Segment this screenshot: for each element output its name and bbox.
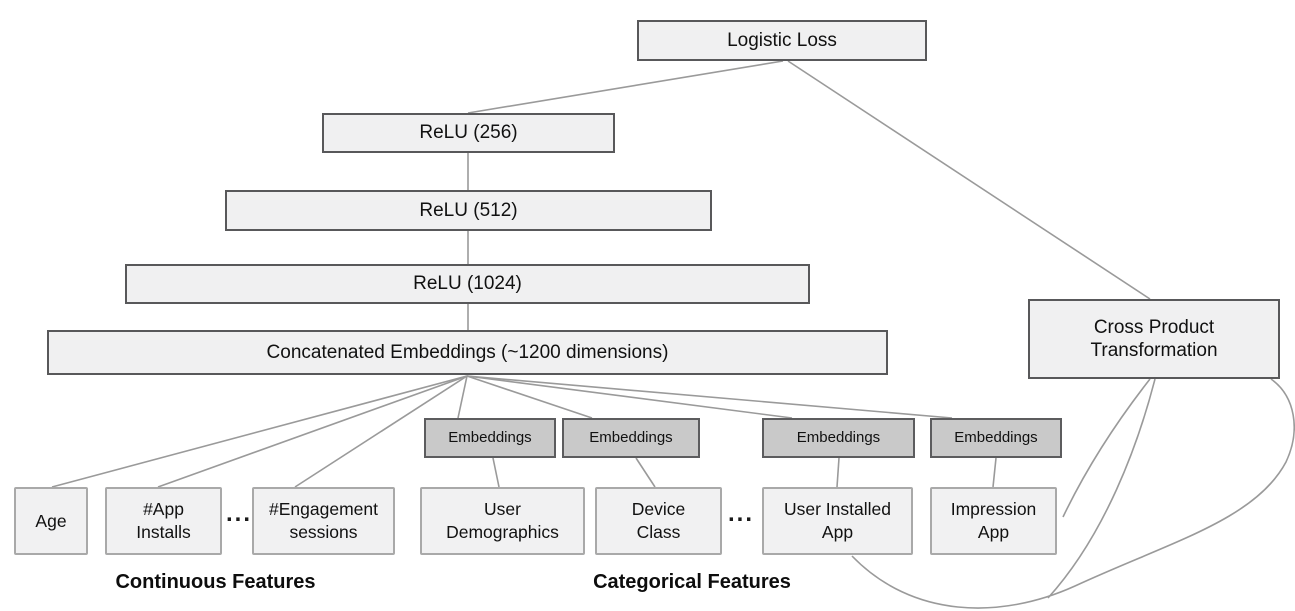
node-embeddings-2: Embeddings	[562, 418, 700, 458]
node-age-label: Age	[35, 510, 67, 531]
node-embeddings-3-label: Embeddings	[796, 428, 881, 446]
edge-crossproduct-to-impression-app	[1062, 378, 1151, 518]
edge-concat-to-embeddings4	[466, 375, 953, 419]
edge-crossproduct-leaf	[1047, 378, 1156, 599]
edge-embeddings3-to-user-installed-app	[836, 457, 840, 488]
edge-embeddings4-to-impression-app	[992, 457, 997, 488]
node-logistic-loss: Logistic Loss	[637, 20, 927, 61]
node-relu-1024: ReLU (1024)	[125, 264, 810, 304]
node-device-class: Device Class	[595, 487, 722, 555]
node-user-installed-app-label: User Installed App	[784, 499, 891, 542]
node-engagement-sessions-label: #Engagement sessions	[269, 499, 378, 542]
node-relu-512-label: ReLU (512)	[419, 199, 518, 221]
node-embeddings-2-label: Embeddings	[589, 428, 673, 446]
section-label-categorical-features: Categorical Features	[593, 571, 791, 593]
node-embeddings-4: Embeddings	[930, 418, 1062, 458]
node-impression-app-label: Impression App	[950, 499, 1037, 542]
node-embeddings-4-label: Embeddings	[954, 428, 1038, 446]
edge-concat-to-embeddings3	[466, 375, 793, 419]
node-user-installed-app: User Installed App	[762, 487, 913, 555]
node-app-installs: #App Installs	[105, 487, 222, 555]
node-relu-256: ReLU (256)	[322, 113, 615, 153]
node-embeddings-1: Embeddings	[424, 418, 556, 458]
node-cross-product-transformation-label: Cross Product Transformation	[1090, 316, 1218, 361]
node-cross-product-transformation: Cross Product Transformation	[1028, 299, 1280, 379]
node-logistic-loss-label: Logistic Loss	[727, 29, 837, 51]
node-embeddings-3: Embeddings	[762, 418, 915, 458]
node-concatenated-embeddings-label: Concatenated Embeddings (~1200 dimension…	[266, 341, 669, 363]
edge-loss-to-relu256	[467, 60, 784, 114]
edge-crossproduct-to-user-installed-app	[851, 378, 1295, 609]
edge-embeddings2-to-device-class	[635, 457, 656, 488]
node-embeddings-1-label: Embeddings	[448, 428, 532, 446]
node-engagement-sessions: #Engagement sessions	[252, 487, 395, 555]
edge-concat-to-embeddings2	[466, 375, 593, 419]
node-age: Age	[14, 487, 88, 555]
section-label-continuous-features: Continuous Features	[115, 571, 316, 593]
edge-concat-to-embeddings1	[457, 375, 468, 419]
node-app-installs-label: #App Installs	[136, 499, 191, 542]
node-relu-1024-label: ReLU (1024)	[413, 273, 522, 295]
edge-concat-to-app-installs	[157, 375, 468, 488]
edge-concat-to-age	[51, 375, 468, 488]
ellipsis-categorical: ...	[728, 500, 755, 527]
edge-loss-to-crossproduct	[787, 60, 1151, 300]
node-relu-256-label: ReLU (256)	[419, 122, 518, 144]
edge-embeddings1-to-user-demographics	[492, 457, 500, 488]
node-user-demographics-label: User Demographics	[446, 499, 559, 542]
node-device-class-label: Device Class	[631, 499, 686, 542]
node-concatenated-embeddings: Concatenated Embeddings (~1200 dimension…	[47, 330, 888, 375]
ellipsis-continuous: ...	[226, 500, 253, 527]
node-relu-512: ReLU (512)	[225, 190, 712, 231]
edge-concat-to-engagement	[294, 375, 468, 488]
node-impression-app: Impression App	[930, 487, 1057, 555]
node-user-demographics: User Demographics	[420, 487, 585, 555]
